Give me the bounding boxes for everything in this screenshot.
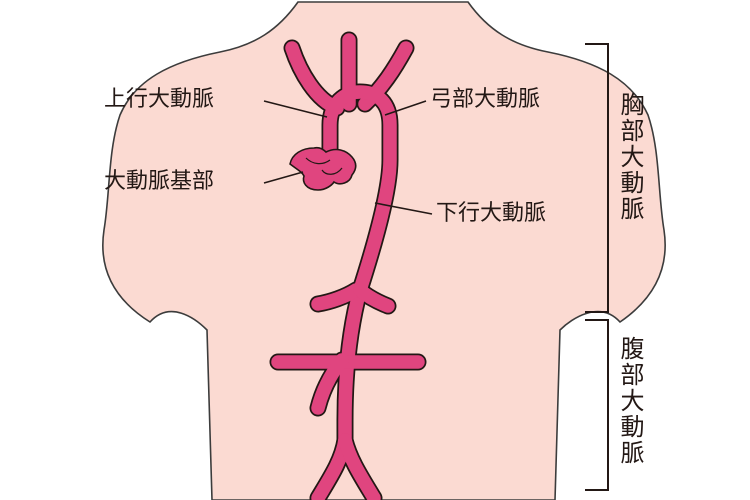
leader-aortic-arch [384,100,427,116]
label-ascending-aorta: 上行大動脈 [104,87,215,112]
leader-ascending-aorta [263,100,328,118]
label-aortic-root: 大動脈基部 [104,169,215,194]
aorta [269,31,427,500]
torso-silhouette [102,1,666,500]
leader-descending-aorta [374,202,433,215]
label-thoracic-aorta: 胸部大動脈 [616,92,644,222]
leader-aortic-root [263,171,304,184]
abdominal-bracket [585,319,609,491]
thoracic-bracket [585,43,609,313]
label-abdominal-aorta: 腹部大動脈 [616,336,644,466]
label-aortic-arch: 弓部大動脈 [430,87,541,112]
label-descending-aorta: 下行大動脈 [436,201,547,226]
